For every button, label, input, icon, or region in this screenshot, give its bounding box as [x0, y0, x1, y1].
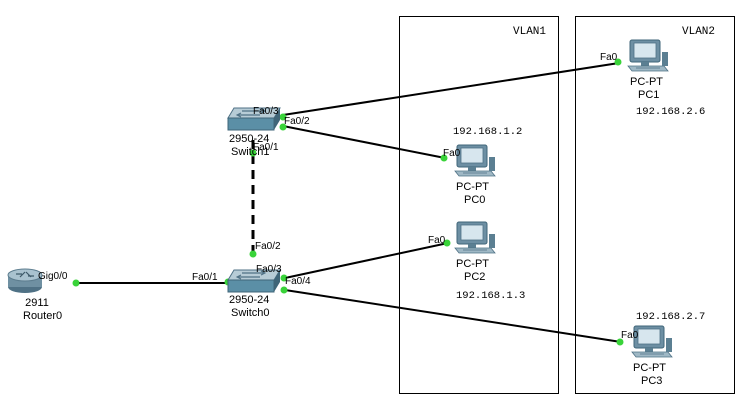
port-label-switch0-fa04: Fa0/4	[285, 276, 311, 287]
router-icon[interactable]	[7, 268, 43, 293]
pc2-model: PC-PT	[456, 258, 489, 270]
link-lights	[72, 58, 624, 346]
pc3-ip-address: 192.168.2.7	[636, 311, 706, 323]
port-label-switch1-fa02: Fa0/2	[284, 116, 310, 127]
pc2-ip-address: 192.168.1.3	[456, 290, 526, 302]
switch1-model: 2950-24	[229, 133, 270, 145]
vlan2-region: VLAN2	[575, 16, 735, 394]
port-label-router0-gig00: Gig0/0	[38, 271, 68, 282]
link-switch0-pc2[interactable]	[284, 242, 449, 279]
pc0-model: PC-PT	[456, 181, 489, 193]
pc1-ip-address: 192.168.2.6	[636, 106, 706, 118]
pc3-model: PC-PT	[633, 362, 666, 374]
vlan1-title: VLAN1	[513, 26, 547, 38]
pc1-name: PC1	[638, 89, 660, 101]
router0-model: 2911	[25, 297, 49, 309]
pc0-ip-address: 192.168.1.2	[453, 126, 523, 138]
pc-icon[interactable]	[454, 144, 496, 177]
port-label-switch0-fa02: Fa0/2	[255, 241, 281, 252]
link-switch1-pc1[interactable]	[282, 62, 620, 116]
link-switch1-pc0[interactable]	[282, 125, 446, 159]
port-label-pc2-fa0: Fa0	[428, 235, 446, 246]
port-label-switch1-fa03: Fa0/3	[253, 106, 279, 117]
port-label-switch0-fa03: Fa0/3	[256, 264, 282, 275]
switch0-model: 2950-24	[229, 294, 270, 306]
switch-icon[interactable]	[227, 269, 281, 293]
pc-icon[interactable]	[627, 39, 669, 72]
port-label-switch1-fa01: Fa0/1	[253, 142, 279, 153]
pc2-name: PC2	[464, 271, 486, 283]
port-label-pc1-fa0: Fa0	[600, 52, 618, 63]
switch1-name: Switch1	[231, 146, 270, 158]
port-label-pc0-fa0: Fa0	[443, 148, 461, 159]
vlan1-region: VLAN1	[399, 16, 559, 394]
pc-icon[interactable]	[454, 221, 496, 254]
pc3-name: PC3	[641, 375, 663, 387]
port-label-switch0-fa01: Fa0/1	[192, 272, 218, 283]
router0-label: 2911	[22, 297, 52, 309]
pc1-model: PC-PT	[630, 76, 663, 88]
router0-name: Router0	[23, 310, 63, 322]
switch-icon[interactable]	[227, 107, 281, 131]
vlan2-title: VLAN2	[682, 26, 716, 38]
port-label-pc3-fa0: Fa0	[621, 330, 639, 341]
switch0-name: Switch0	[231, 307, 270, 319]
pc0-name: PC0	[464, 194, 486, 206]
link-switch0-pc3[interactable]	[284, 289, 622, 343]
